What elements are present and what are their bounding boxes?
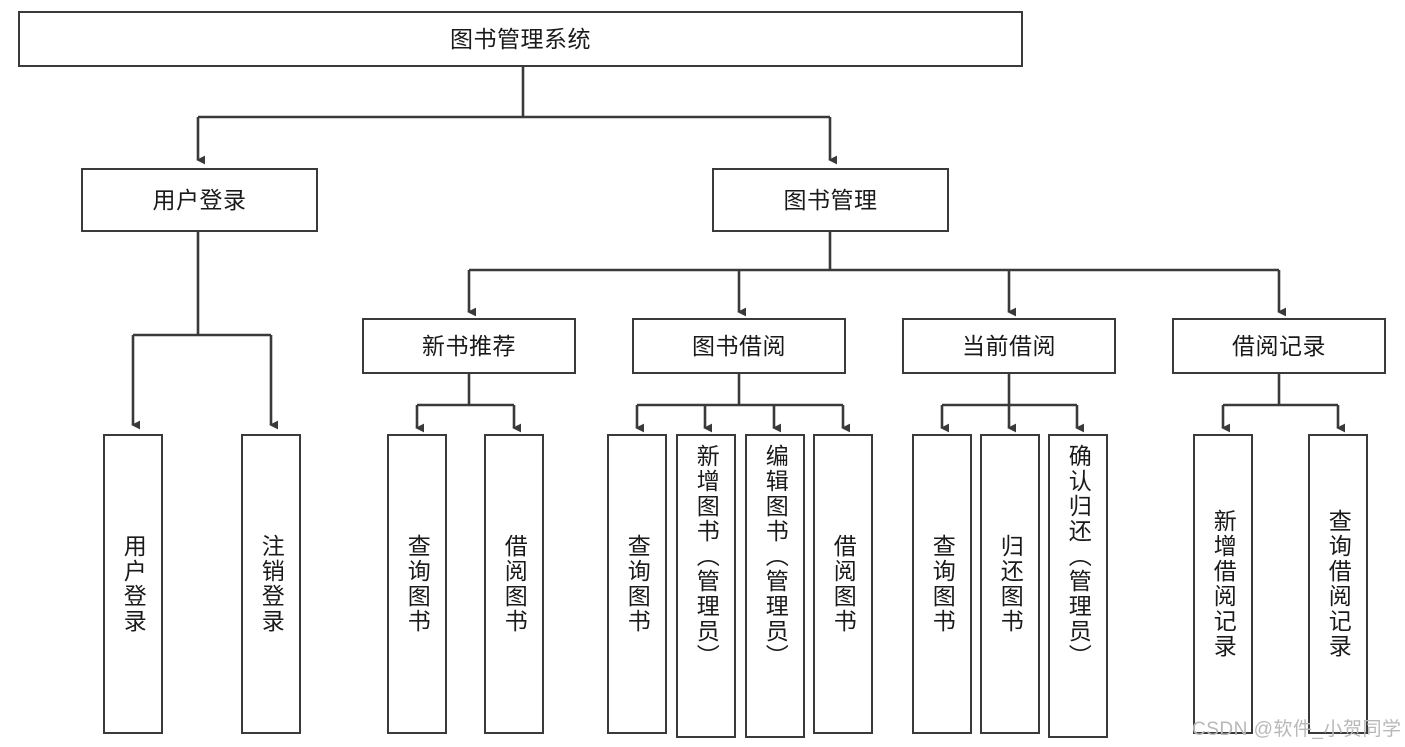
leaf-logout[interactable]: 注销登录 [241,434,301,734]
node-book-management[interactable]: 图书管理 [712,168,949,232]
leaf-return-book[interactable]: 归还图书 [980,434,1040,734]
leaf-borrow-book-new[interactable]: 借阅图书 [484,434,544,734]
leaf-user-login[interactable]: 用户登录 [103,434,163,734]
leaf-query-book-borrow[interactable]: 查询图书 [607,434,667,734]
node-book-borrow[interactable]: 图书借阅 [632,318,846,374]
leaf-query-book-current[interactable]: 查询图书 [912,434,972,734]
leaf-confirm-return-admin[interactable]: 确认归还（管理员） [1048,434,1108,738]
leaf-borrow-book[interactable]: 借阅图书 [813,434,873,734]
leaf-query-book-new[interactable]: 查询图书 [387,434,447,734]
node-current-borrow[interactable]: 当前借阅 [902,318,1116,374]
leaf-query-borrow-record[interactable]: 查询借阅记录 [1308,434,1368,734]
node-root[interactable]: 图书管理系统 [18,11,1023,67]
leaf-edit-book-admin[interactable]: 编辑图书（管理员） [745,434,805,738]
leaf-add-book-admin[interactable]: 新增图书（管理员） [676,434,736,738]
node-borrow-record[interactable]: 借阅记录 [1172,318,1386,374]
node-new-book-recommend[interactable]: 新书推荐 [362,318,576,374]
node-user-login[interactable]: 用户登录 [81,168,318,232]
leaf-add-borrow-record[interactable]: 新增借阅记录 [1193,434,1253,734]
csdn-watermark: CSDN @软件_小贺同学 [1192,719,1402,740]
